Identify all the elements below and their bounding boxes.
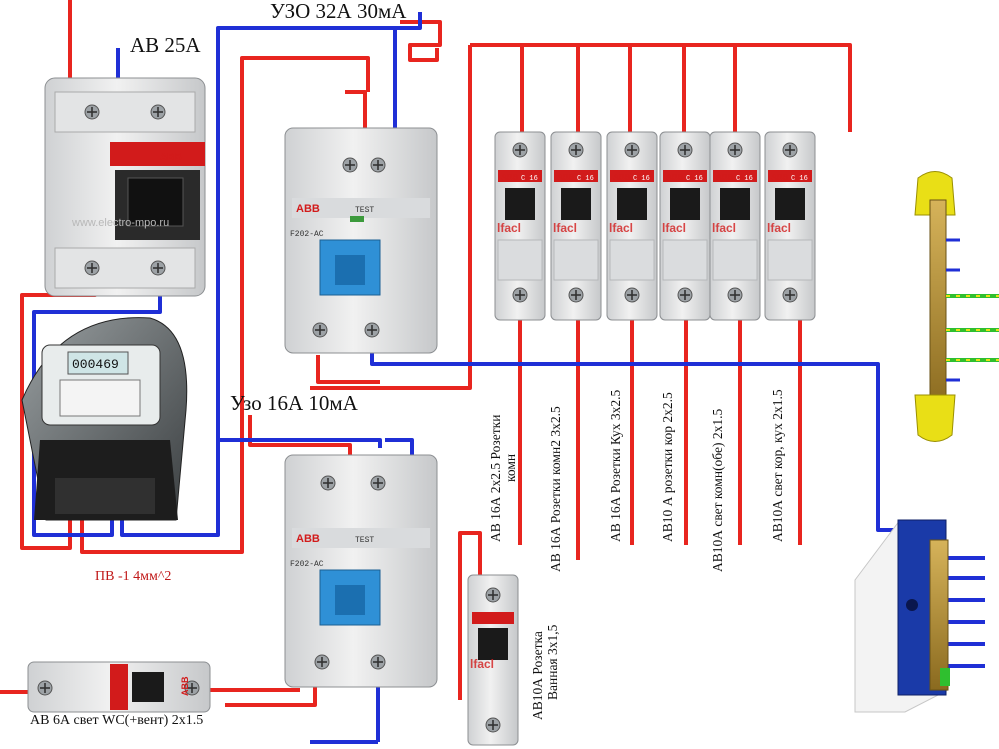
breaker-label-5: АВ10А свет комн(обе) 2х1.5	[710, 409, 725, 572]
breaker-bath-label-2: Ванная 3х1,5	[545, 624, 560, 700]
breaker-module-2-rating: C 16	[577, 175, 594, 183]
main-breaker[interactable]: ABB www.electro-mpo.ru	[44, 77, 206, 297]
rcd-main-test: TEST	[355, 206, 374, 215]
breaker-module-3-brand: ABB	[613, 173, 631, 182]
breaker-label-1-line2: комн	[503, 454, 518, 482]
breaker-bath-label-1: АВ10А Розетка	[530, 631, 545, 720]
energy-meter: 000469	[21, 317, 188, 521]
rcd-second-label: Узо 16А 10мА	[230, 391, 359, 415]
breaker-module-1-brand: ABB	[501, 173, 519, 182]
rcd-second-model: F202-AC	[290, 560, 324, 569]
breaker-module-1-overlay: lfacl	[497, 221, 521, 235]
phase-wire-top-loop	[400, 20, 442, 62]
breaker-module-6-overlay: lfacl	[767, 221, 791, 235]
phase-wires	[0, 0, 852, 707]
rcd-second-brand: ABB	[296, 533, 320, 545]
breaker-label-6: АВ10А свет кор, кух 2х1.5	[770, 389, 785, 542]
breaker-module-2-brand: ABB	[557, 173, 575, 182]
phase-wire-light-wc	[0, 688, 300, 694]
phase-wire-busbar-top	[310, 43, 850, 390]
svg-text:ABB: ABB	[160, 152, 182, 163]
breaker-module-4-overlay: lfacl	[662, 221, 686, 235]
breaker-light-wc[interactable]: ABB	[27, 661, 211, 713]
breaker-module-6-brand: ABB	[771, 173, 789, 182]
breaker-label-4: АВ10 А розетки кор 2х2.5	[660, 392, 675, 542]
rcd-main-brand: ABB	[296, 203, 320, 215]
breaker-module-1-rating: C 16	[521, 175, 538, 183]
wire-type-label: ПВ -1 4мм^2	[95, 569, 171, 584]
rcd-main[interactable]: ABB TEST F202-AC	[284, 127, 438, 354]
breaker-label-3: АВ 16А Розетки Кух 3х2.5	[608, 389, 623, 542]
breaker-label-2: АВ 16А Розетки комн2 3х2.5	[548, 406, 563, 572]
rcd-main-label: УЗО 32А 30мА	[270, 0, 407, 23]
breaker-module-2-overlay: lfacl	[553, 221, 577, 235]
breaker-module-4-rating: C 16	[686, 175, 703, 183]
breaker-module-3-rating: C 16	[633, 175, 650, 183]
breaker-label-1: АВ 16А 2х2.5 Розетки	[488, 415, 503, 542]
breaker-module-6-rating: C 16	[791, 175, 808, 183]
phase-wire-drop-6	[790, 43, 852, 132]
phase-wire-rcd-out	[316, 355, 380, 384]
rcd-second[interactable]: ABB TEST F202-AC	[284, 454, 438, 688]
neutral-wire-to-rcd	[120, 12, 422, 537]
breaker-module-3-overlay: lfacl	[609, 221, 633, 235]
breaker-module-5-overlay: lfacl	[712, 221, 736, 235]
breaker-bath-socket[interactable]: lfacl	[467, 574, 519, 746]
rcd-main-model: F202-AC	[290, 230, 324, 239]
breaker-module-5-brand: ABB	[716, 173, 734, 182]
meter-reading: 000469	[72, 357, 119, 372]
breaker-bath-overlay: lfacl	[470, 657, 494, 671]
neutral-wire-rcd2	[218, 438, 414, 455]
rcd-second-test: TEST	[355, 536, 374, 545]
watermark-text: www.electro-mpo.ru	[71, 217, 169, 229]
ground-bus	[914, 171, 999, 442]
breaker-light-wc-label: АВ 6А свет WC(+вент) 2х1.5	[30, 713, 203, 728]
phase-wire-rcd2-in	[248, 415, 352, 460]
phase-wire-meter-to-rcd	[80, 56, 370, 554]
neutral-wire-n-bus-out	[948, 556, 985, 668]
breaker-module-5-rating: C 16	[736, 175, 753, 183]
neutral-bus	[854, 519, 950, 713]
breaker-light-wc-brand: ABB	[180, 676, 190, 696]
breaker-module-4-brand: ABB	[666, 173, 684, 182]
main-breaker-label: АВ 25А	[130, 33, 201, 57]
neutral-wire-bus	[370, 340, 900, 532]
